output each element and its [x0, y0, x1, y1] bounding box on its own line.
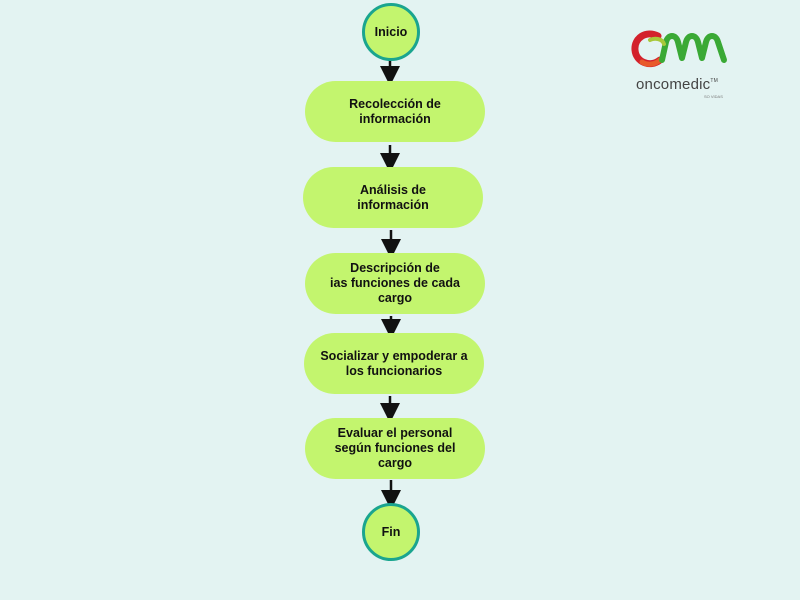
- step-recoleccion: Recolección de información: [305, 81, 485, 142]
- step-line: los funcionarios: [345, 363, 443, 378]
- logo-tagline: SO VIDAS: [704, 94, 723, 99]
- start-terminal: Inicio: [362, 3, 420, 61]
- step-line: información: [357, 197, 429, 212]
- step-line: Evaluar el personal: [337, 426, 453, 440]
- step-line: ias funciones de cada: [330, 276, 460, 290]
- step-descripcion: Descripción de ias funciones de cada car…: [305, 253, 485, 314]
- step-line: Socializar y empoderar a: [320, 348, 468, 363]
- step-line: según funciones del: [334, 441, 456, 455]
- step-line: Recolección de: [349, 96, 441, 111]
- step-line: cargo: [377, 456, 413, 470]
- step-line: información: [359, 111, 431, 126]
- start-label: Inicio: [374, 25, 408, 39]
- logo-wordmark: oncomedicTM: [636, 76, 718, 93]
- step-line: cargo: [377, 291, 413, 305]
- step-analisis: Análisis de información: [303, 167, 483, 228]
- oncomedic-logo-icon: [631, 30, 727, 68]
- end-label: Fin: [381, 525, 401, 539]
- step-line: Descripción de: [350, 261, 440, 275]
- step-evaluar: Evaluar el personal según funciones del …: [305, 418, 485, 479]
- end-terminal: Fin: [362, 503, 420, 561]
- step-line: Análisis de: [359, 182, 426, 197]
- step-socializar: Socializar y empoderar a los funcionario…: [304, 333, 484, 394]
